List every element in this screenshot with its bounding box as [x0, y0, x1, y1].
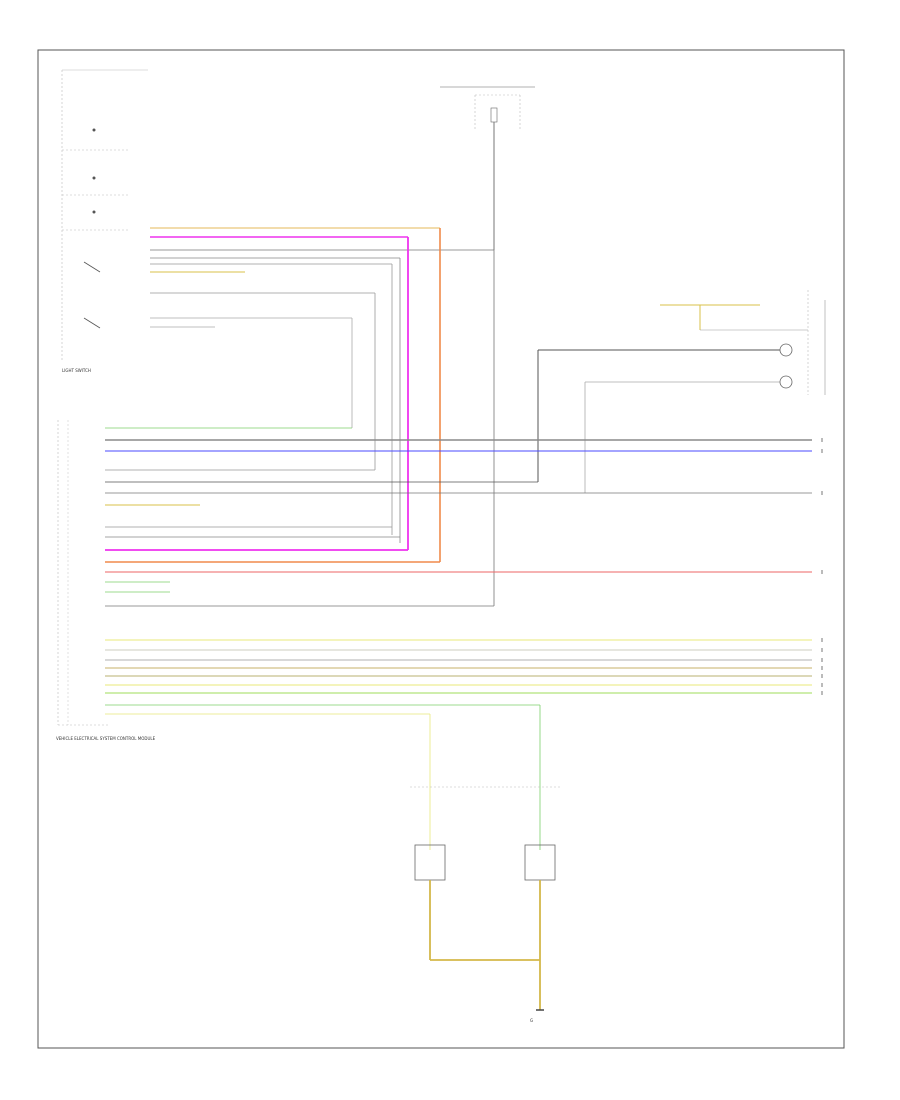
upper-wire-bundle: [150, 227, 495, 606]
control-module: VEHICLE ELECTRICAL SYSTEM CONTROL MODULE: [56, 420, 156, 741]
fuse-symbol: [490, 107, 498, 123]
light-switch-label: LIGHT SWITCH: [62, 368, 91, 373]
rear-lamp-assembly: [537, 290, 826, 493]
sensor-left: [414, 844, 446, 881]
lamp-bulb-1: [779, 343, 793, 357]
power-supply-block: [440, 86, 535, 250]
module-label: VEHICLE ELECTRICAL SYSTEM CONTROL MODULE: [56, 736, 156, 741]
lamp-bulb-2: [779, 375, 793, 389]
module-wires: [105, 427, 812, 715]
diagram-frame: [37, 49, 845, 1049]
sensor-section: G: [410, 705, 560, 1023]
light-switch-assembly: LIGHT SWITCH: [61, 69, 148, 373]
sensor-right: [524, 844, 556, 881]
ground-label: G: [530, 1018, 533, 1023]
